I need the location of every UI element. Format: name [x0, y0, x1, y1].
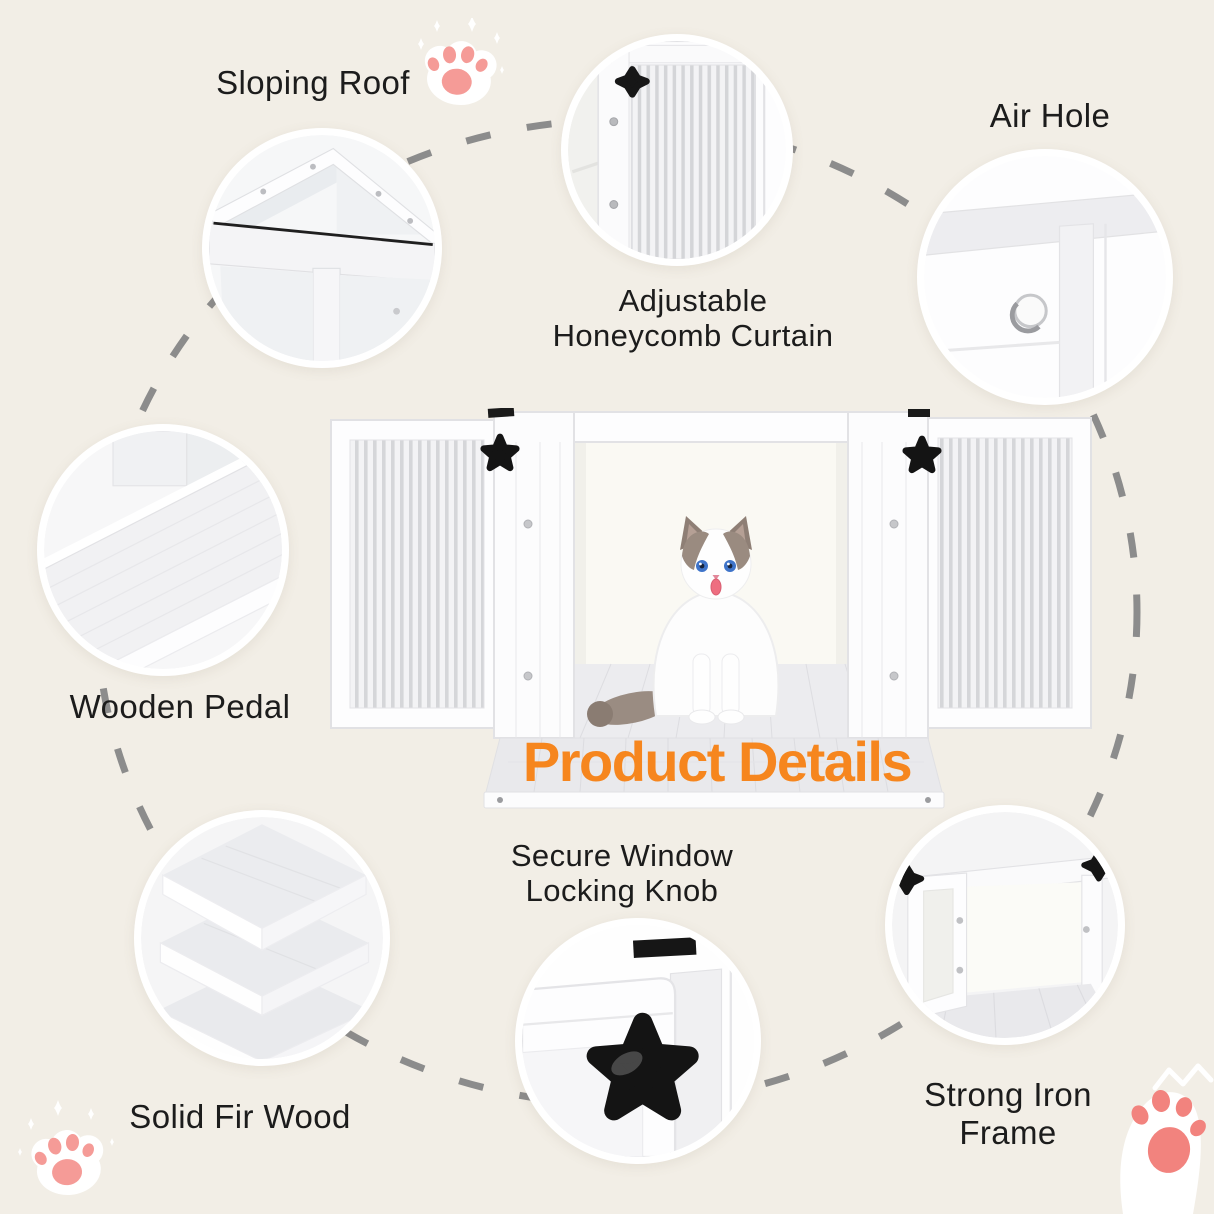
feature-photo-honeycomb-curtain — [561, 34, 793, 266]
paw-print-icon — [18, 1100, 114, 1196]
cat-illustration — [587, 516, 780, 727]
star-knob-icon — [480, 433, 520, 472]
cat-paw-corner-decoration — [1120, 1063, 1214, 1214]
sparkle-icon — [18, 1100, 114, 1156]
knob-top-silhouette — [487, 408, 515, 418]
feature-photo-solid-fir-wood — [134, 810, 390, 1066]
board-front — [162, 824, 367, 952]
feature-photo-iron-frame — [885, 805, 1125, 1045]
air-hole-illustration — [924, 156, 1166, 398]
knob-top-silhouette — [908, 409, 930, 417]
iron-frame-illustration — [892, 812, 1118, 1038]
wooden-pedal-illustration — [44, 431, 282, 669]
feature-photo-locking-knob — [515, 918, 761, 1164]
sparkle-icon — [418, 18, 504, 74]
feature-label-locking-knob: Secure Window Locking Knob — [510, 838, 734, 909]
knob-top-silhouette — [632, 937, 697, 958]
cat-tongue — [710, 578, 722, 596]
feature-label-solid-fir-wood: Solid Fir Wood — [129, 1098, 351, 1135]
feature-label-honeycomb-curtain: Adjustable Honeycomb Curtain — [552, 283, 834, 354]
sloping-roof-illustration — [209, 135, 435, 361]
solid-fir-wood-illustration — [141, 817, 383, 1059]
locking-knob-illustration — [522, 925, 754, 1157]
air-hole-cutout — [1013, 293, 1048, 329]
product-photo — [330, 408, 1092, 809]
left-curtain-wing — [330, 419, 504, 729]
paw-print-icon — [418, 18, 504, 106]
feature-label-iron-frame: Strong Iron Frame — [924, 1076, 1092, 1151]
feature-label-sloping-roof: Sloping Roof — [216, 64, 410, 101]
star-knob-icon — [614, 66, 650, 98]
page-title: Product Details — [522, 730, 913, 793]
star-knob-icon — [902, 435, 942, 474]
feature-label-wooden-pedal: Wooden Pedal — [69, 688, 291, 725]
honeycomb-curtain-illustration — [568, 41, 786, 259]
feature-photo-sloping-roof — [202, 128, 442, 368]
zigzag-icon — [1152, 1063, 1214, 1091]
feature-photo-air-hole — [917, 149, 1173, 405]
feature-label-air-hole: Air Hole — [989, 97, 1111, 134]
star-knob-icon — [586, 1012, 699, 1121]
feature-photo-wooden-pedal — [37, 424, 289, 676]
right-curtain-wing — [918, 417, 1092, 729]
pedal-tray — [483, 737, 945, 809]
